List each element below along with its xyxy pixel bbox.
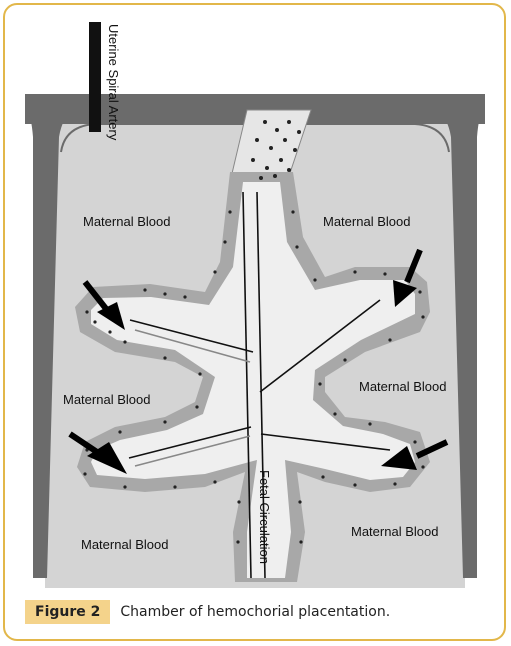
arrow-lower-left xyxy=(68,431,127,474)
maternal-blood-label-mid-right: Maternal Blood xyxy=(359,379,446,394)
flow-arrows xyxy=(68,248,449,474)
figure-caption-text: Chamber of hemochorial placentation. xyxy=(120,604,391,620)
spiral-artery-bar xyxy=(89,22,101,132)
fetal-circulation-label: Fetal Circulation xyxy=(257,470,272,564)
maternal-blood-label-mid-left: Maternal Blood xyxy=(63,392,150,407)
left-septum xyxy=(25,94,85,578)
maternal-blood-label-upper-left: Maternal Blood xyxy=(83,214,170,229)
artery-label: Uterine Spiral Artery xyxy=(106,24,121,141)
figure-number: Figure 2 xyxy=(25,600,111,624)
arrow-upper-right xyxy=(393,248,423,307)
maternal-blood-label-lower-left: Maternal Blood xyxy=(81,537,168,552)
maternal-blood-label-lower-right: Maternal Blood xyxy=(351,524,438,539)
trophoblast-cells xyxy=(83,120,425,544)
arrow-lower-right xyxy=(381,439,449,470)
figure-caption: Figure 2 Chamber of hemochorial placenta… xyxy=(25,598,485,626)
right-septum xyxy=(425,94,485,578)
villus-core xyxy=(91,182,415,578)
placenta-diagram: Uterine Spiral Artery Maternal Blood Mat… xyxy=(25,22,485,588)
maternal-blood-label-upper-right: Maternal Blood xyxy=(323,214,410,229)
arrow-upper-left xyxy=(82,280,125,330)
fetal-vessels xyxy=(128,191,391,579)
